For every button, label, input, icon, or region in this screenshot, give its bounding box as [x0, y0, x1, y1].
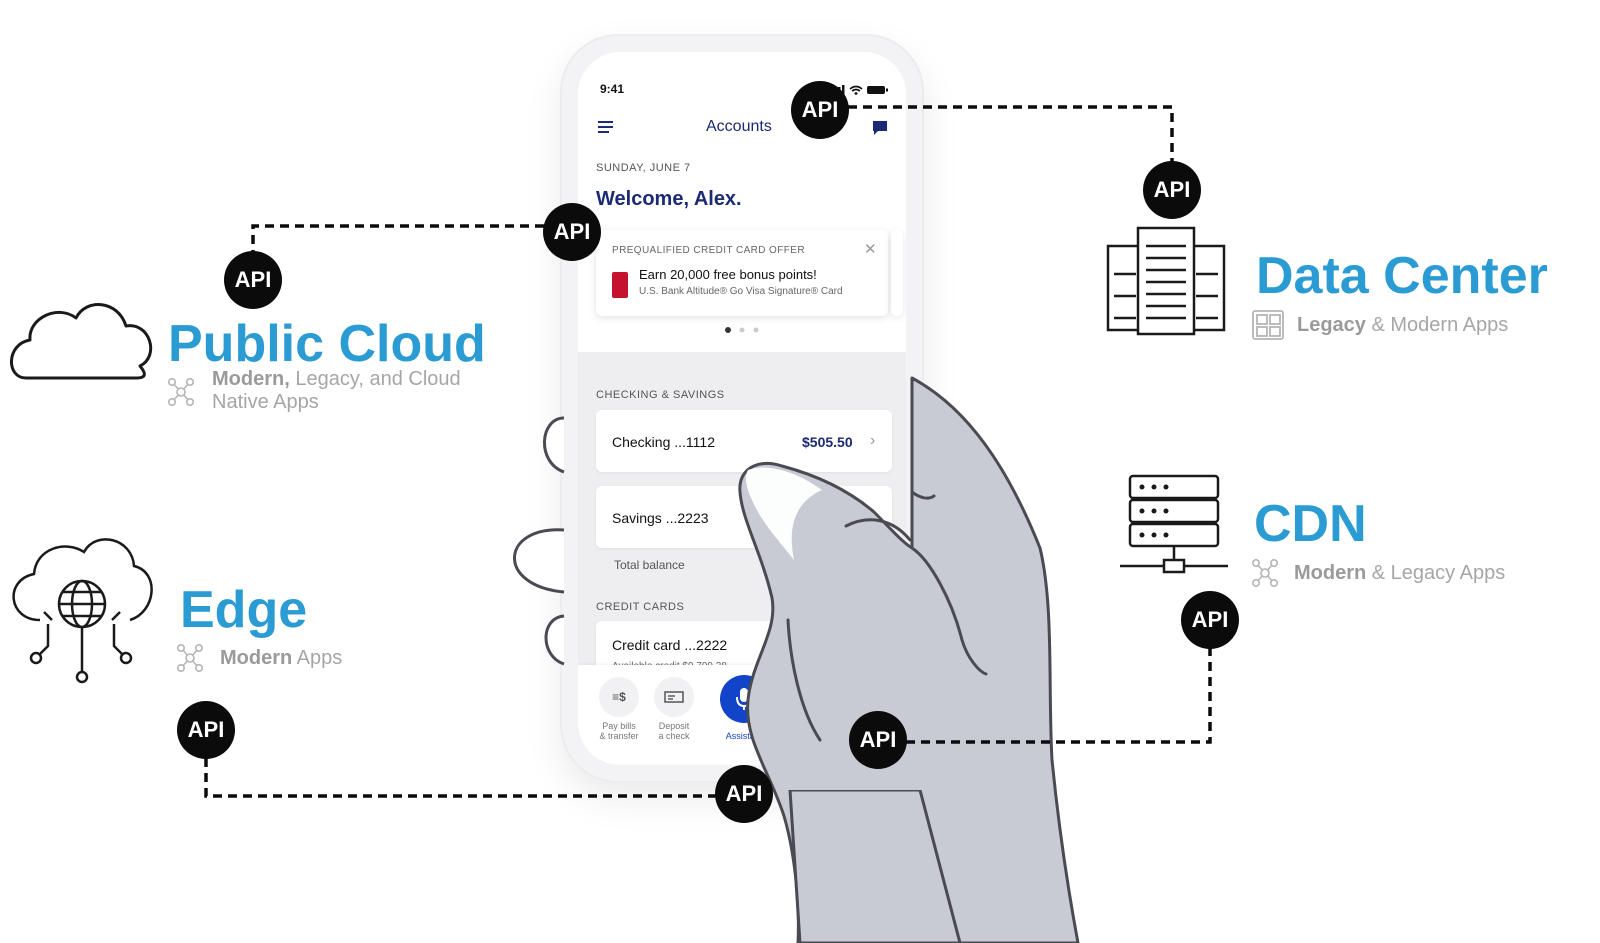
header-title: Accounts — [706, 118, 772, 135]
edge-subtitle: Modern Apps — [220, 647, 342, 670]
section-credit-cards: CREDIT CARDS — [596, 601, 685, 613]
nodes-icon-edge — [177, 643, 204, 672]
zelle-button[interactable]: Zelle — [794, 677, 834, 717]
data-center-subtitle-bold: Legacy — [1297, 314, 1366, 336]
edge-subtitle-rest: Apps — [292, 647, 343, 669]
api-badge-zelle: API — [849, 711, 907, 769]
cdn-subtitle-bold: Modern — [1294, 562, 1367, 584]
credit-card-icon — [612, 272, 628, 298]
api-badge-edge: API — [177, 701, 235, 759]
cdn-subtitle-rest: & Legacy Apps — [1366, 562, 1506, 584]
pay-transfer-icon: ≡$ — [612, 690, 626, 704]
public-cloud-subtitle-rest: Legacy, and Cloud — [289, 368, 461, 390]
cloud-icon — [10, 303, 153, 380]
credit-card-name: Credit card ...2222 — [612, 637, 728, 653]
offer-label: PREQUALIFIED CREDIT CARD OFFER — [612, 245, 805, 256]
api-badge-header: API — [791, 81, 849, 139]
check-icon — [664, 691, 684, 703]
offer-card-name: U.S. Bank Altitude® Go Visa Signature® C… — [639, 286, 843, 297]
date-label: SUNDAY, JUNE 7 — [596, 162, 691, 174]
public-cloud-subtitle-bold: Modern, — [212, 368, 290, 390]
data-center-title: Data Center — [1256, 247, 1548, 305]
server-leds — [1139, 484, 1169, 538]
edge-title: Edge — [180, 581, 308, 639]
zelle-logo: Zelle — [802, 691, 826, 703]
checking-amount: $505.50 — [802, 434, 853, 450]
close-icon[interactable]: ✕ — [864, 241, 877, 258]
welcome-message: Welcome, Alex. — [596, 188, 742, 210]
public-cloud-subtitle-line2: Native Apps — [212, 391, 319, 413]
microphone-icon — [736, 688, 752, 710]
chat-icon[interactable] — [872, 120, 890, 136]
offer-headline: Earn 20,000 free bonus points! — [639, 267, 817, 282]
section-checking-savings: CHECKING & SAVINGS — [596, 389, 725, 401]
api-badge-bottom: API — [715, 765, 773, 823]
savings-name: Savings ...2223 — [612, 510, 709, 526]
cdn-subtitle: Modern & Legacy Apps — [1294, 562, 1505, 585]
credit-card-amount: $5 — [802, 637, 818, 653]
savings-account-row[interactable]: Savings ...2223 — [596, 486, 892, 548]
chevron-right-icon: › — [870, 432, 876, 449]
public-cloud-title: Public Cloud — [168, 315, 486, 373]
api-badge-public-cloud: API — [224, 251, 282, 309]
phone-mockup: 9:41 Accounts SUNDAY, JUNE 7 Welcome, Al… — [562, 36, 922, 781]
next-offer-card-peek[interactable] — [891, 230, 903, 316]
checking-account-row[interactable]: Checking ...1112 $505.50 › — [596, 410, 892, 472]
edge-globe-icon — [12, 538, 153, 684]
status-time: 9:41 — [600, 82, 625, 96]
cdn-title: CDN — [1254, 495, 1367, 553]
pay-bills-button[interactable]: ≡$ — [599, 677, 639, 717]
offer-card[interactable]: PREQUALIFIED CREDIT CARD OFFER ✕ Earn 20… — [596, 230, 888, 316]
public-cloud-subtitle: Modern, Legacy, and Cloud Native Apps — [212, 368, 461, 414]
api-badge-data-center: API — [1143, 161, 1201, 219]
data-center-subtitle-rest: & Modern Apps — [1365, 314, 1509, 336]
nodes-icon-public-cloud — [168, 377, 195, 406]
carousel-dots[interactable] — [724, 326, 764, 334]
api-badge-offer: API — [543, 203, 601, 261]
data-center-subtitle: Legacy & Modern Apps — [1297, 314, 1508, 337]
grid-icon-data-center — [1252, 310, 1284, 340]
menu-icon[interactable] — [598, 120, 616, 136]
server-rack-icon — [1106, 226, 1226, 336]
checking-name: Checking ...1112 — [612, 434, 715, 450]
total-balance-label: Total balance — [614, 558, 685, 572]
nodes-icon-cdn — [1252, 558, 1279, 587]
nav-label-assistant: Assistant — [725, 731, 763, 741]
edge-subtitle-bold: Modern — [220, 647, 293, 669]
phone-screen: 9:41 Accounts SUNDAY, JUNE 7 Welcome, Al… — [578, 52, 906, 765]
api-badge-cdn: API — [1181, 591, 1239, 649]
network-server-icon — [1120, 474, 1228, 574]
assistant-button[interactable] — [720, 675, 768, 723]
nav-label-pay-bills: Pay bills& transfer — [599, 721, 639, 741]
deposit-check-button[interactable] — [654, 677, 694, 717]
